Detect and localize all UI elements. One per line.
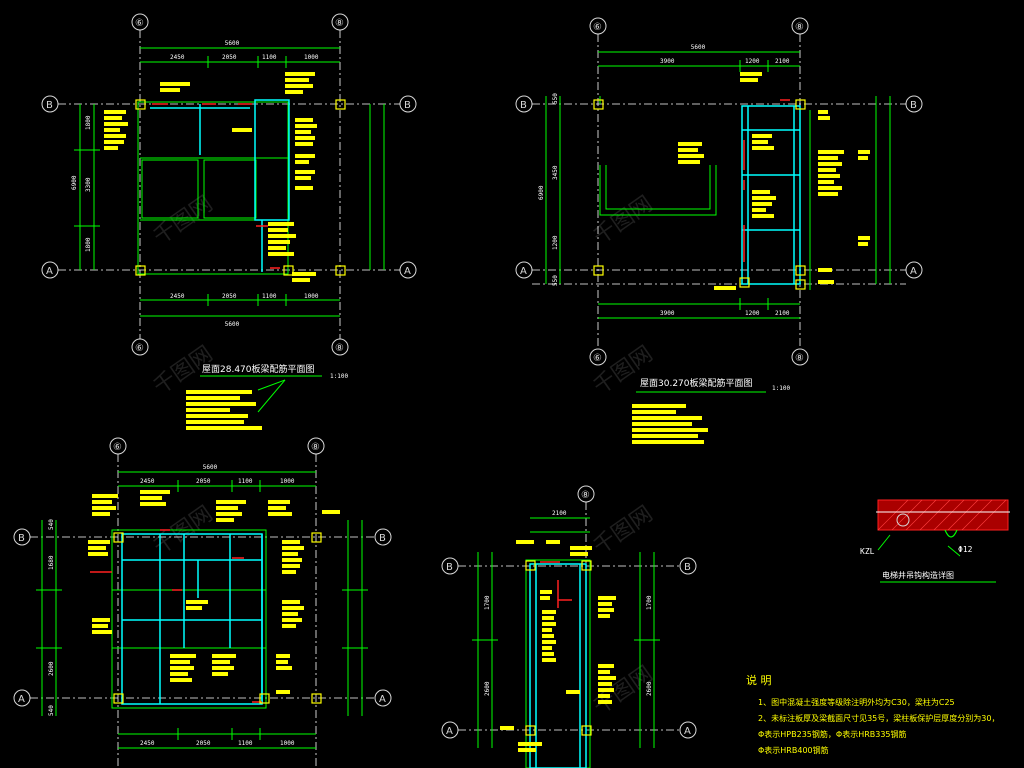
dimension-text: 5600 — [225, 321, 240, 328]
detail-label: Φ12 — [958, 545, 973, 554]
dimension-text: 1200 — [745, 310, 760, 317]
axis-label: ⑧ — [581, 490, 590, 501]
dimension-text: 2100 — [552, 510, 567, 517]
notes-heading: 说 明 — [746, 673, 772, 687]
dimension-text: 2450 — [170, 293, 185, 300]
dimension-text: 540 — [48, 519, 55, 530]
axis-label: A — [684, 726, 691, 737]
watermark: 千图网 — [149, 192, 217, 250]
general-notes: 说 明 1、图中混凝土强度等级除注明外均为C30，梁柱为C25 2、未标注板厚及… — [746, 673, 999, 755]
dimension-text: 2450 — [140, 740, 155, 747]
plan-top-right: ⑥ ⑧ ⑥ ⑧ B A B A — [515, 17, 923, 444]
axis-label: ⑥ — [135, 18, 144, 29]
plan-bottom-middle: ⑧ B A B A 2100 1700 2600 1700 2600 — [441, 485, 697, 768]
dimension-text: 540 — [48, 705, 55, 716]
plan-bottom-left: ⑥ ⑧ B A B A 5600 2 — [13, 437, 392, 768]
dimension-text: 1100 — [238, 478, 253, 485]
dimension-text: 3450 — [552, 165, 559, 180]
axis-label: ⑧ — [795, 22, 804, 33]
axis-label: ⑥ — [135, 343, 144, 354]
note-line: 1、图中混凝土强度等级除注明外均为C30，梁柱为C25 — [758, 697, 955, 707]
dimension-text: 2600 — [484, 681, 491, 696]
axis-label: A — [18, 694, 25, 705]
detail-title: 电梯井吊钩构造详图 — [882, 570, 954, 580]
dimension-text: 1700 — [646, 595, 653, 610]
axis-label: A — [46, 266, 53, 277]
axis-label: B — [910, 100, 917, 111]
dimension-text: 1100 — [238, 740, 253, 747]
axis-label: ⑧ — [335, 343, 344, 354]
axis-label: ⑥ — [593, 22, 602, 33]
dimension-text: 1200 — [745, 58, 760, 65]
dimension-text: 550 — [552, 93, 559, 104]
note-line: 2、未标注板厚及梁截面尺寸见35号，梁柱板保护层厚度分别为30， — [758, 713, 999, 723]
dimension-text: 2100 — [775, 310, 790, 317]
note-line: Φ表示HPB235钢筋，Φ表示HRB335钢筋 — [758, 729, 907, 739]
axis-label: B — [684, 562, 691, 573]
dimension-text: 5600 — [691, 44, 706, 51]
dimension-text: 1800 — [85, 237, 92, 252]
hook-detail: KZL Φ12 电梯井吊钩构造详图 — [860, 499, 1010, 583]
dimension-text: 5600 — [203, 464, 218, 471]
axis-label: B — [379, 533, 386, 544]
dimension-text: 6900 — [71, 175, 78, 190]
axis-label: A — [520, 266, 527, 277]
dimension-text: 3900 — [660, 310, 675, 317]
dimension-text: 2050 — [222, 54, 237, 61]
axis-label: B — [520, 100, 527, 111]
watermark: 千图网 — [589, 502, 657, 560]
watermark: 千图网 — [589, 342, 657, 400]
dimension-text: 2600 — [48, 661, 55, 676]
axis-label: B — [404, 100, 411, 111]
dimension-text: 3300 — [85, 177, 92, 192]
axis-label: B — [18, 533, 25, 544]
axis-label: A — [379, 694, 386, 705]
axis-label: A — [404, 266, 411, 277]
plan-top-left: ⑥ ⑧ ⑥ ⑧ B A B A — [41, 13, 417, 430]
watermark: 千图网 — [589, 192, 657, 250]
dimension-text: 1680 — [48, 555, 55, 570]
dimension-text: 1100 — [262, 54, 277, 61]
dimension-text: 1800 — [85, 115, 92, 130]
axis-label: B — [46, 100, 53, 111]
dimension-text: 2450 — [170, 54, 185, 61]
detail-label: KZL — [860, 547, 875, 556]
dimension-text: 1000 — [280, 478, 295, 485]
dimension-text: 6900 — [538, 185, 545, 200]
dimension-text: 2100 — [775, 58, 790, 65]
axis-label: ⑧ — [335, 18, 344, 29]
axis-label: ⑧ — [311, 442, 320, 453]
dimension-text: 1000 — [280, 740, 295, 747]
dimension-text: 1000 — [304, 54, 319, 61]
dimension-text: 5600 — [225, 40, 240, 47]
axis-label: A — [446, 726, 453, 737]
dimension-text: 2050 — [222, 293, 237, 300]
drawing-scale: 1:100 — [330, 373, 348, 380]
axis-label: B — [446, 562, 453, 573]
axis-label: ⑥ — [593, 353, 602, 364]
axis-label: A — [910, 266, 917, 277]
drawing-title: 屋面28.470板梁配筋平面图 — [202, 363, 315, 375]
axis-label: ⑧ — [795, 353, 804, 364]
drawing-scale: 1:100 — [772, 385, 790, 392]
dimension-text: 1700 — [484, 595, 491, 610]
axis-label: ⑥ — [113, 442, 122, 453]
dimension-text: 3900 — [660, 58, 675, 65]
note-line: Φ表示HRB400钢筋 — [758, 745, 829, 755]
dimension-text: 2050 — [196, 740, 211, 747]
dimension-text: 1000 — [304, 293, 319, 300]
dimension-text: 2450 — [140, 478, 155, 485]
dimension-text: 550 — [552, 275, 559, 286]
dimension-text: 2600 — [646, 681, 653, 696]
dimension-text: 1100 — [262, 293, 277, 300]
drawing-title: 屋面30.270板梁配筋平面图 — [640, 377, 753, 389]
dimension-text: 1200 — [552, 235, 559, 250]
dimension-text: 2050 — [196, 478, 211, 485]
